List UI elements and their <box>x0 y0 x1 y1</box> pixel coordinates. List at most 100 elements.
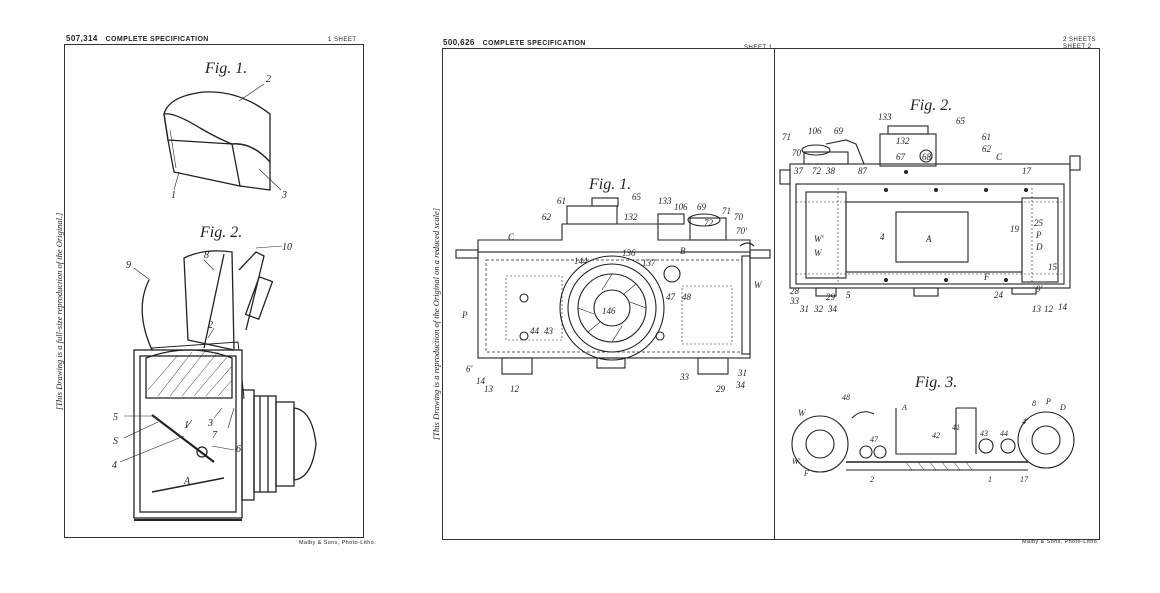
r-fig2-label: 70' <box>792 148 804 158</box>
left-fig1-title: Fig. 1. <box>205 60 248 77</box>
r-fig1-label: P <box>461 310 468 320</box>
r-fig3-label: 47 <box>870 435 879 444</box>
r-fig3-label: 42 <box>932 431 940 440</box>
right-spec-number: 500,626 <box>443 38 475 47</box>
r-fig2-label: 32 <box>813 304 824 314</box>
r-fig1-label: 70 <box>734 212 744 222</box>
left-spec-header: 507,314 COMPLETE SPECIFICATION <box>66 34 209 43</box>
r-fig3-label: A <box>901 403 907 412</box>
r-fig3-label: 2 <box>870 475 874 484</box>
l-fig2-label: 3 <box>207 418 213 429</box>
r-fig3-label: W' <box>792 457 801 466</box>
r-fig3-label: 17 <box>1020 475 1029 484</box>
right-side-note: [This Drawing is a reproduction of the O… <box>431 207 441 440</box>
r-fig2-label: 106 <box>808 126 822 136</box>
right-spec-label: COMPLETE SPECIFICATION <box>482 40 586 47</box>
right-sheet-frame <box>442 48 1100 540</box>
l-fig1-label: 3 <box>281 190 287 201</box>
right-sheet-2: SHEET 2 <box>1063 44 1092 50</box>
r-fig2-label: 19 <box>1010 224 1020 234</box>
l-fig2-label: 10 <box>282 242 292 253</box>
r-fig2-label: 13 <box>1032 304 1042 314</box>
l-fig1-label: 2 <box>266 74 271 85</box>
r-fig1-label: 47 <box>666 292 676 302</box>
r-fig2-label: 4 <box>880 232 885 242</box>
left-side-note: [This Drawing is a full-size reproductio… <box>54 212 64 410</box>
r-fig1-label: 71 <box>722 206 731 216</box>
r-fig3-label: D <box>1059 403 1066 412</box>
r-fig1-label: 31 <box>737 368 747 378</box>
r-fig2-label: 14 <box>1058 302 1068 312</box>
r-fig2-label: 132 <box>896 136 910 146</box>
r-fig2-label: 38 <box>825 166 836 176</box>
r-fig2-label: D <box>1035 242 1043 252</box>
r-fig3-label: 41 <box>952 423 960 432</box>
r-fig2-label: 5 <box>846 290 851 300</box>
left-spec-number: 507,314 <box>66 34 98 43</box>
r-fig1-label: 29 <box>716 384 726 394</box>
r-fig2-label: 17 <box>1022 166 1032 176</box>
r-fig1-label: 43 <box>544 326 554 336</box>
r-fig2-label: 71 <box>782 132 791 142</box>
r-fig3-label: 8 <box>1032 399 1036 408</box>
r-fig1-label: 133 <box>658 196 672 206</box>
r-fig1-label: 132 <box>624 212 638 222</box>
r-fig1-label: 12 <box>510 384 520 394</box>
r-fig1-label: 136 <box>622 248 636 258</box>
l-fig2-label: 9 <box>126 260 131 271</box>
r-fig3-label: 43 <box>980 429 988 438</box>
r-fig1-label: 44 <box>530 326 540 336</box>
r-fig2-label: W' <box>814 234 824 244</box>
right-fig2-title: Fig. 2. <box>910 97 953 114</box>
r-fig3-label: 1 <box>988 475 992 484</box>
r-fig2-label: W <box>814 248 823 258</box>
r-fig2-label: 61 <box>982 132 991 142</box>
r-fig2-label: 15 <box>1048 262 1058 272</box>
r-fig1-label: 65 <box>632 192 642 202</box>
right-sheet-count: 2 SHEETS <box>1063 37 1097 43</box>
left-fig1-drawing: 2 1 3 <box>163 74 287 201</box>
r-fig1-label: W <box>754 280 763 290</box>
r-fig1-label: 34 <box>735 380 746 390</box>
left-spec-label: COMPLETE SPECIFICATION <box>105 36 209 43</box>
r-fig2-label: C <box>996 152 1003 162</box>
r-fig1-label: 33 <box>679 372 690 382</box>
left-fig2-title: Fig. 2. <box>200 224 243 241</box>
r-fig2-label: 24 <box>994 290 1004 300</box>
r-fig3-label: P <box>1045 397 1051 406</box>
left-footer: Malby & Sons, Photo-Litho. <box>299 540 377 546</box>
right-fig3-title: Fig. 3. <box>915 374 958 391</box>
right-fig2-drawing: 133 65 71 106 69 132 61 70' 62 37 72 38 … <box>779 112 1081 314</box>
r-fig2-label: 25 <box>1034 218 1044 228</box>
l-fig2-label: A <box>183 476 191 487</box>
left-sheet-frame <box>64 44 364 538</box>
left-fig2-drawing: 9 8 10 2 5 S 4 1 3 7 6 A <box>112 242 317 521</box>
r-fig2-label: 12 <box>1044 304 1054 314</box>
r-fig1-label: 61 <box>557 196 566 206</box>
r-fig2-label: 34 <box>827 304 838 314</box>
r-fig1-label: 62 <box>542 212 552 222</box>
r-fig1-label: 69 <box>697 202 707 212</box>
r-fig2-label: 67 <box>896 152 906 162</box>
r-fig2-label: 31 <box>799 304 809 314</box>
r-fig2-label: 62 <box>982 144 992 154</box>
r-fig1-label: 48 <box>682 292 692 302</box>
r-fig3-label: 4 <box>1022 417 1026 426</box>
r-fig2-label: 87 <box>858 166 868 176</box>
l-fig2-label: 4 <box>112 460 117 471</box>
r-fig1-label: 146 <box>602 306 616 316</box>
r-fig1-label: B <box>680 246 686 256</box>
r-fig2-label: 68 <box>922 152 932 162</box>
l-fig2-label: 8 <box>204 250 209 261</box>
r-fig3-label: 48 <box>842 393 850 402</box>
r-fig1-label: 137 <box>642 258 656 268</box>
right-fig1-title: Fig. 1. <box>589 176 632 193</box>
r-fig3-label: F <box>803 469 809 478</box>
r-fig2-label: A <box>925 234 932 244</box>
r-fig2-label: 72 <box>812 166 822 176</box>
r-fig2-label: 133 <box>878 112 892 122</box>
r-fig1-label: 13 <box>484 384 494 394</box>
r-fig2-label: F <box>983 272 990 282</box>
l-fig2-label: 6 <box>236 444 241 455</box>
right-fig1-drawing: 61 65 133 106 69 71 62 132 70 70' 72 C 1… <box>455 192 771 394</box>
